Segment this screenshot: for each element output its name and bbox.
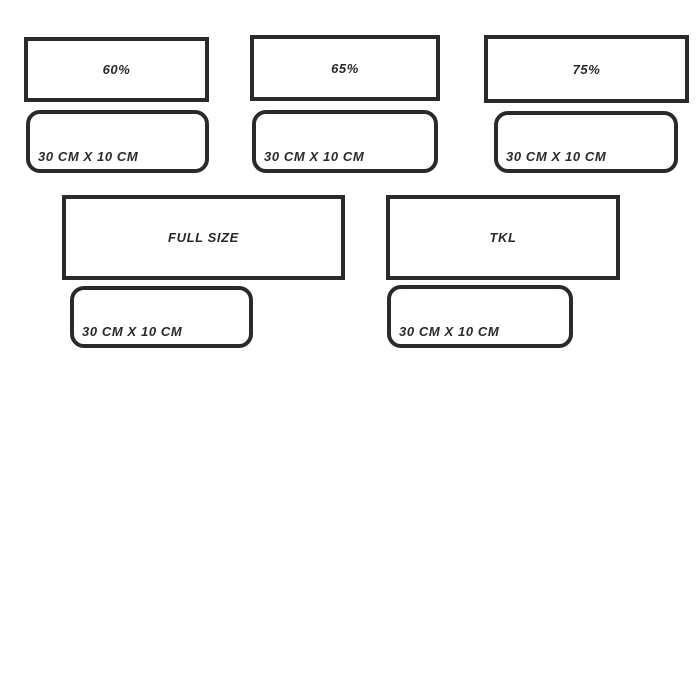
size-box-60-percent: 60% <box>24 37 209 102</box>
size-box-65-percent: 65% <box>250 35 440 101</box>
size-box-full-size: FULL SIZE <box>62 195 345 280</box>
size-box-75-percent: 75% <box>484 35 689 103</box>
dimension-box-tkl: 30 CM X 10 CM <box>387 285 573 348</box>
dimension-box-75-percent: 30 CM X 10 CM <box>494 111 678 173</box>
dimension-box-65-percent: 30 CM X 10 CM <box>252 110 438 173</box>
dimension-box-full-size: 30 CM X 10 CM <box>70 286 253 348</box>
size-box-tkl: TKL <box>386 195 620 280</box>
dimension-box-60-percent: 30 CM X 10 CM <box>26 110 209 173</box>
